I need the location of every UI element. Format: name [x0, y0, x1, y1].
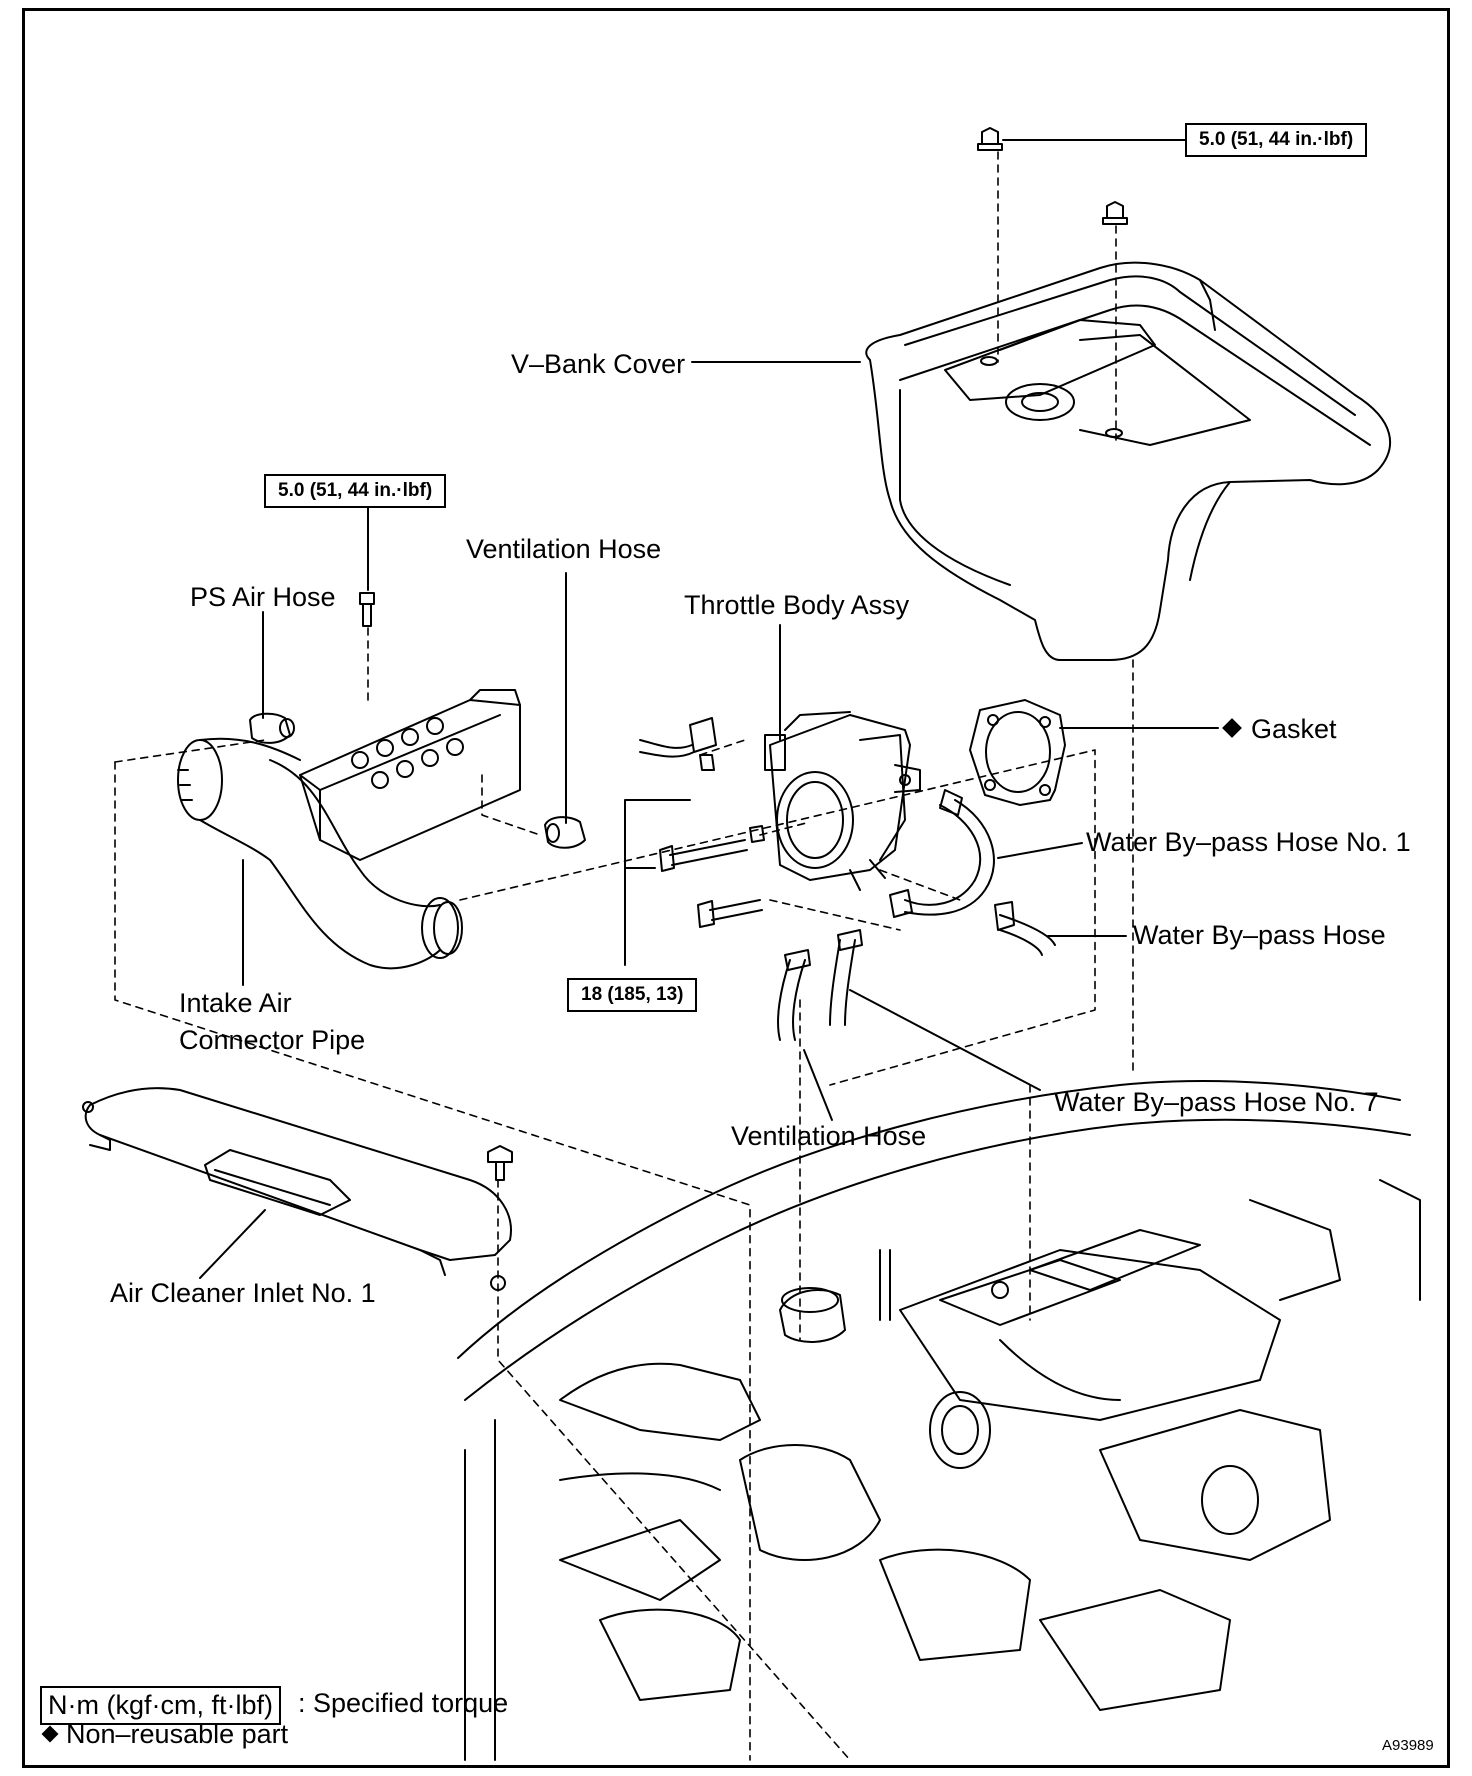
legend-torque-desc: : Specified torque	[298, 1688, 509, 1718]
diagram-frame	[22, 8, 1450, 1768]
label-water-bypass-hose-no1: Water By–pass Hose No. 1	[1086, 827, 1411, 857]
water-bypass-hose-part	[994, 901, 1056, 956]
torque-box-throttle-bolts: 18 (185, 13)	[567, 978, 698, 1012]
label-intake-air-connector-pipe-1: Intake Air	[179, 988, 292, 1018]
legend-non-reusable: Non–reusable part	[41, 1719, 289, 1749]
label-ps-air-hose: PS Air Hose	[190, 582, 336, 612]
air-cleaner-inlet-no1	[82, 1087, 512, 1291]
throttle-connector	[639, 717, 717, 758]
label-ventilation-hose-top: Ventilation Hose	[466, 534, 662, 564]
label-water-bypass-hose: Water By–pass Hose	[1133, 920, 1386, 950]
label-gasket-text: Gasket	[1251, 714, 1337, 744]
ventilation-hose-top-part	[544, 816, 586, 849]
label-intake-air-connector-pipe-2: Connector Pipe	[179, 1025, 366, 1055]
legend-non-reusable-text: Non–reusable part	[66, 1719, 289, 1749]
torque-box-vbank-nut: 5.0 (51, 44 in.·lbf)	[1185, 123, 1368, 157]
label-water-bypass-hose-no7: Water By–pass Hose No. 7	[1054, 1087, 1379, 1117]
label-throttle-body-assy: Throttle Body Assy	[684, 590, 910, 620]
lower-hoses	[777, 929, 863, 1041]
label-air-cleaner-inlet-no1: Air Cleaner Inlet No. 1	[110, 1278, 376, 1308]
throttle-bolts	[659, 754, 765, 928]
engine-bay	[457, 1079, 1421, 1761]
inlet-clip	[487, 1145, 513, 1181]
label-gasket: Gasket	[1222, 714, 1337, 744]
ps-air-hose	[249, 712, 295, 744]
intake-air-connector-pipe	[177, 689, 521, 970]
water-bypass-hose-no1-part	[889, 789, 995, 918]
throttle-body-assy	[764, 711, 921, 891]
legend-torque-unit: N·m (kgf·cm, ft·lbf)	[40, 1686, 281, 1725]
assembly-dashed-lines	[114, 151, 1134, 1761]
legend-diamond-icon	[41, 1725, 59, 1743]
label-vbank-cover: V–Bank Cover	[511, 349, 686, 379]
gasket	[969, 699, 1066, 806]
figure-code: A93989	[1382, 1737, 1434, 1754]
torque-box-inlet-bolt: 5.0 (51, 44 in.·lbf)	[264, 474, 447, 508]
inlet-bolt	[359, 592, 375, 627]
vbank-cover	[865, 261, 1392, 661]
non-reusable-diamond-icon	[1222, 718, 1242, 738]
leader-lines	[199, 139, 1219, 1279]
vbank-nut-left	[977, 127, 1003, 151]
label-ventilation-hose-bottom: Ventilation Hose	[731, 1121, 927, 1151]
vbank-nut-right	[1102, 201, 1128, 225]
